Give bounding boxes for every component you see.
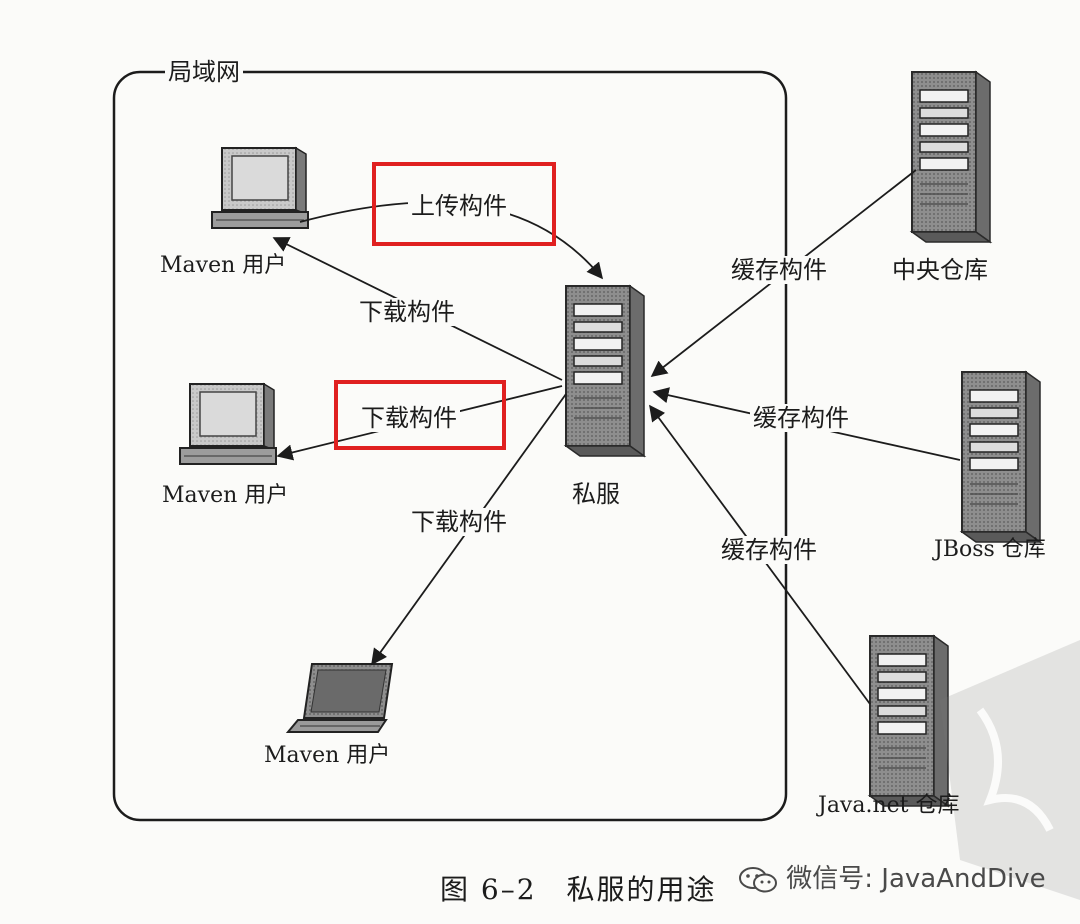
desktop-computer-icon xyxy=(211,147,309,229)
upload-label: 上传构件 xyxy=(408,192,510,220)
highlight-box-upload xyxy=(372,162,556,246)
watermark-seal xyxy=(940,640,1080,900)
download-label-top: 下载构件 xyxy=(356,298,458,326)
central-repo-server-icon xyxy=(911,71,991,243)
wechat-icon xyxy=(738,865,778,895)
central-repo-label: 中央仓库 xyxy=(892,256,988,284)
download-label-bottom: 下载构件 xyxy=(408,508,510,536)
maven-user-label-2: Maven 用户 xyxy=(162,483,289,508)
maven-user-label-1: Maven 用户 xyxy=(160,253,287,278)
jboss-repo-server-icon xyxy=(961,371,1041,543)
wechat-id-text: 微信号: JavaAndDive xyxy=(786,864,1046,894)
cache-label-central: 缓存构件 xyxy=(728,256,830,284)
laptop-computer-icon xyxy=(287,663,393,733)
download-label-middle: 下载构件 xyxy=(358,404,460,432)
lan-label: 局域网 xyxy=(165,58,243,86)
lan-boundary xyxy=(112,70,788,822)
highlight-box-download xyxy=(334,380,506,450)
wechat-watermark: 微信号: JavaAndDive xyxy=(738,858,1046,895)
maven-user-label-3: Maven 用户 xyxy=(264,743,391,768)
private-server-label: 私服 xyxy=(572,480,620,508)
figure-caption: 图 6–2 私服的用途 xyxy=(440,873,717,906)
jboss-repo-label: JBoss 仓库 xyxy=(934,537,1046,562)
desktop-computer-icon xyxy=(179,383,277,465)
javanet-repo-server-icon xyxy=(869,635,949,807)
private-server-icon xyxy=(565,285,645,457)
javanet-repo-label: Java.net 仓库 xyxy=(818,793,960,818)
cache-label-jboss: 缓存构件 xyxy=(750,404,852,432)
cache-label-javanet: 缓存构件 xyxy=(718,536,820,564)
